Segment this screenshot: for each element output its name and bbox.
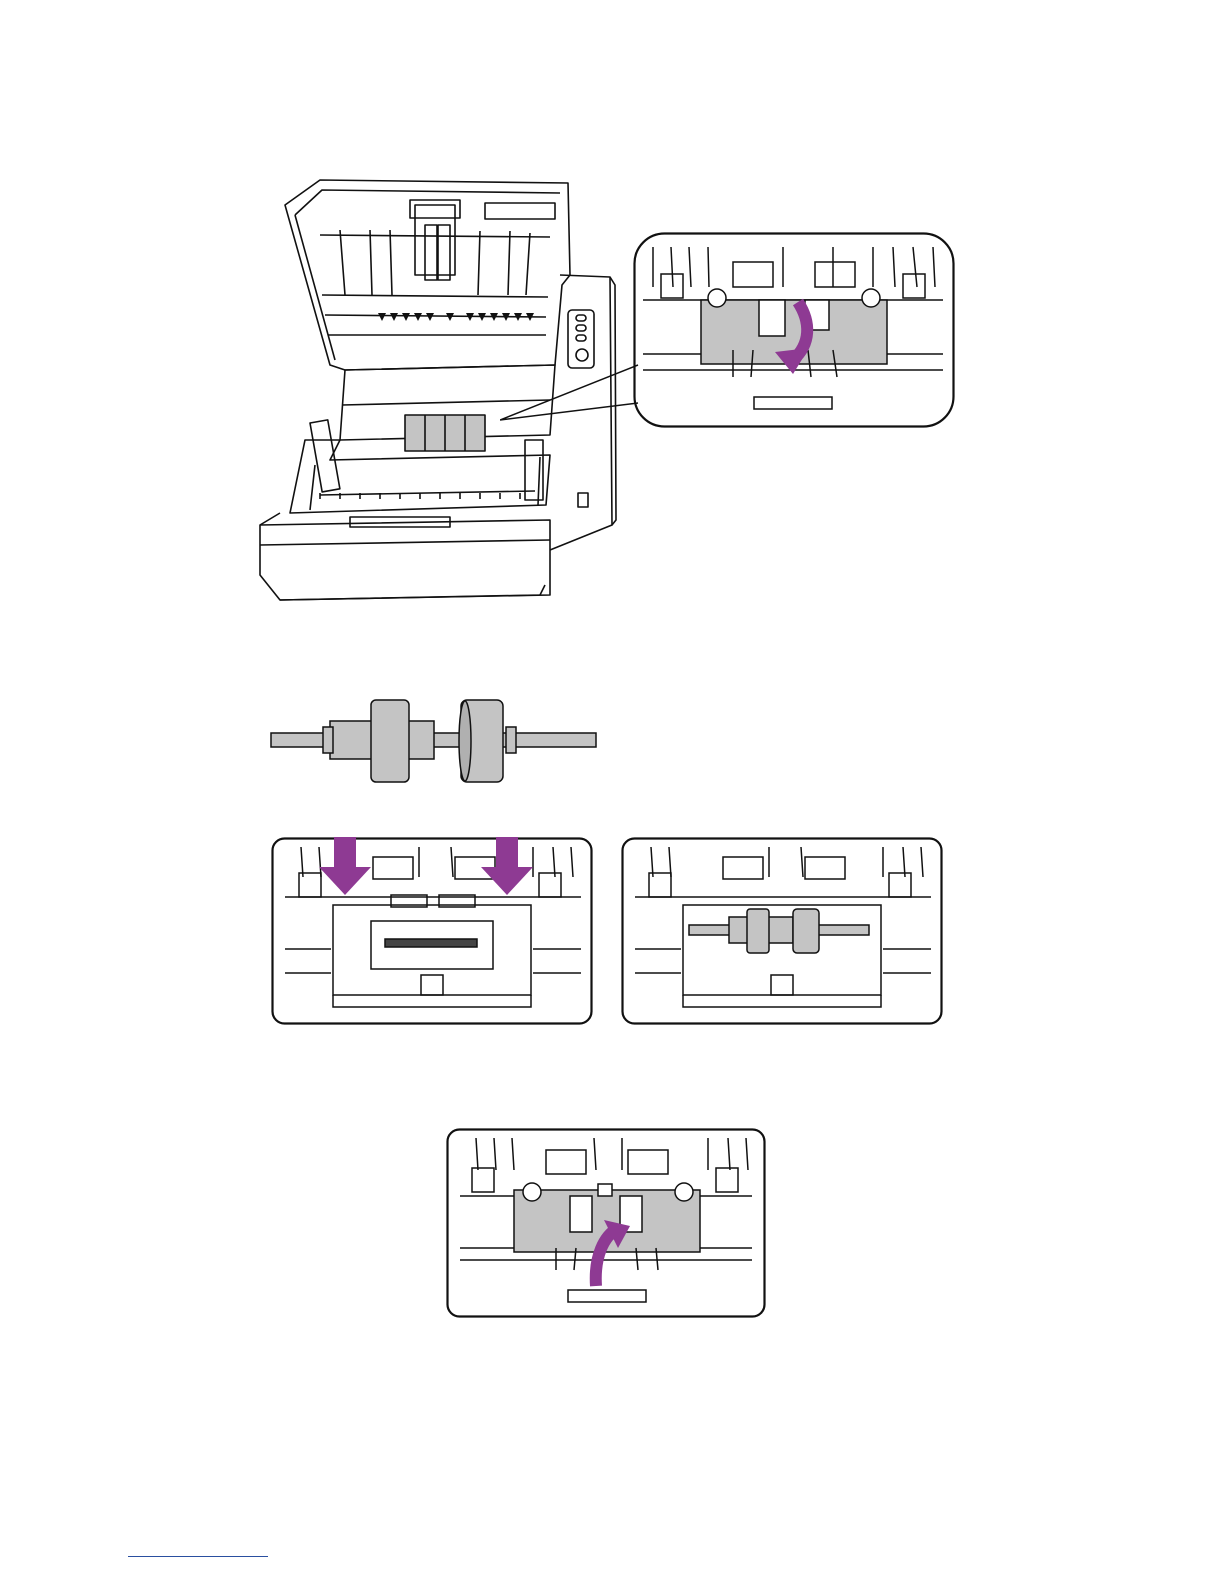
separation-roller-part bbox=[268, 695, 603, 790]
roller-installed-panel bbox=[621, 837, 943, 1025]
insert-roller-panel bbox=[271, 837, 593, 1025]
callout-pointer bbox=[500, 345, 650, 425]
close-cover-panel bbox=[446, 1128, 766, 1318]
footer-rule bbox=[128, 1556, 268, 1557]
callout-open-cover-panel bbox=[633, 232, 955, 428]
